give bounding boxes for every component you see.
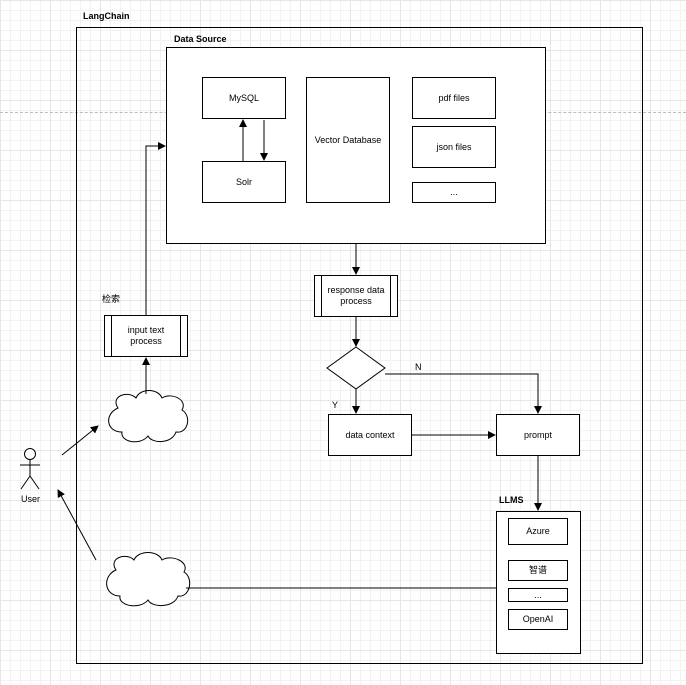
vector-database-node[interactable]: Vector Database [306,77,390,203]
llms-title: LLMS [499,495,524,505]
question-label: question [129,415,165,425]
solr-node[interactable]: Solr [202,161,286,203]
llm-zhipu[interactable]: 智谱 [508,560,568,581]
user-actor-icon [20,448,40,490]
answer-label: answer [131,578,161,588]
langchain-title: LangChain [83,11,130,21]
llm-azure[interactable]: Azure [508,518,568,545]
llm-openai[interactable]: OpenAI [508,609,568,630]
branch-yes-label: Y [332,400,339,410]
data-context-node[interactable]: data context [328,414,412,456]
more-sources-node[interactable]: ... [412,182,496,203]
useful-data-label: useful data [333,363,379,373]
response-process-node[interactable]: response data process [314,275,398,317]
branch-no-label: N [415,362,422,372]
langchain-container [76,27,643,664]
pdf-files-node[interactable]: pdf files [412,77,496,119]
response-process-label: response data process [327,285,385,306]
mysql-node[interactable]: MySQL [202,77,286,119]
input-process-label: input text process [127,325,165,346]
search-label: 检索 [102,294,121,304]
data-source-title: Data Source [174,34,227,44]
user-label: User [21,494,41,504]
llm-more[interactable]: ... [508,588,568,602]
input-process-node[interactable]: input text process [104,315,188,357]
json-files-node[interactable]: json files [412,126,496,168]
prompt-node[interactable]: prompt [496,414,580,456]
